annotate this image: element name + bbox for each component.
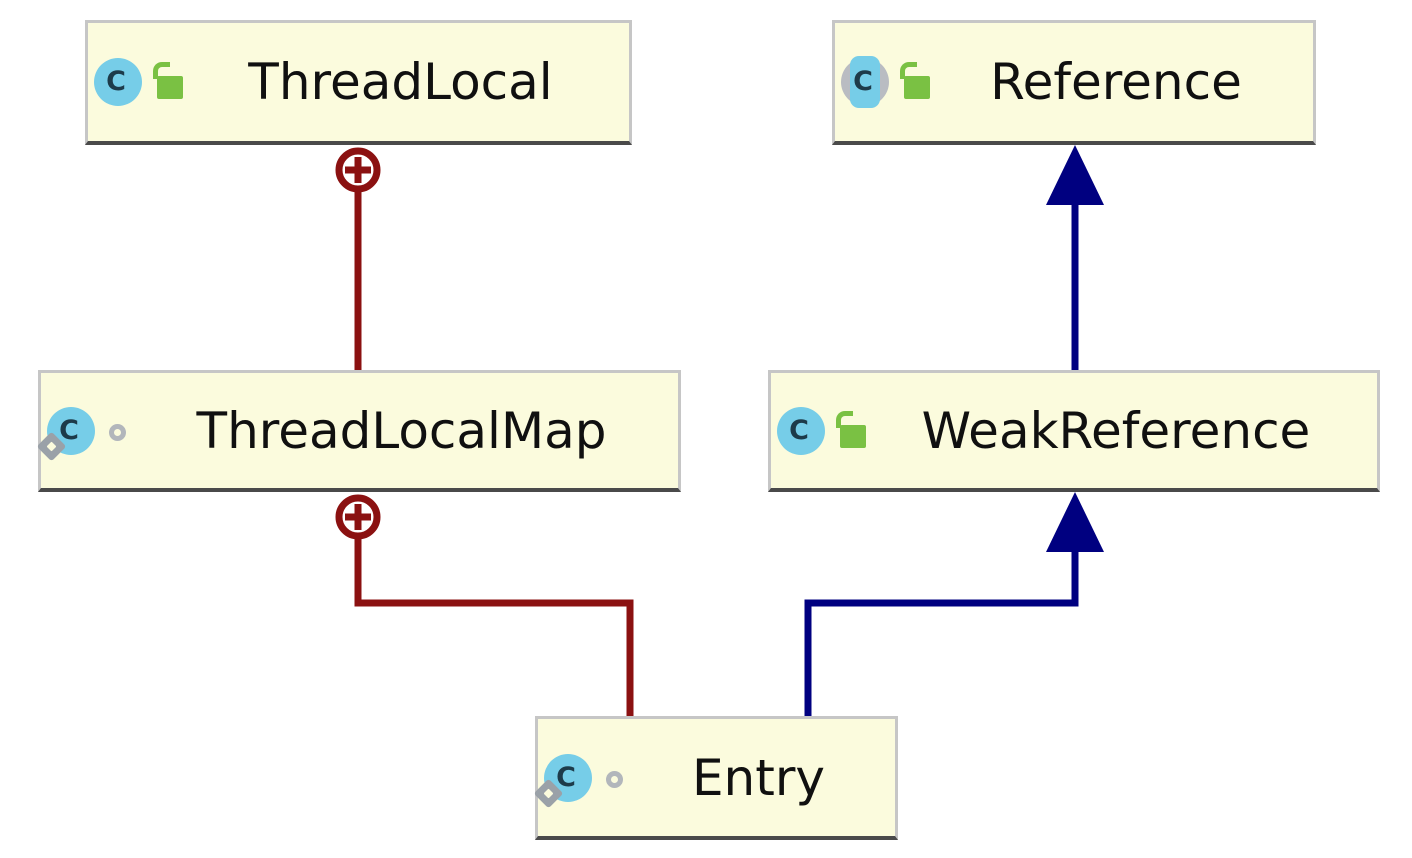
edge-threadlocal-contains-threadlocalmap[interactable] — [335, 147, 381, 370]
node-icon-group: C — [533, 750, 640, 808]
class-icon: C — [771, 403, 827, 459]
class-icon-letter: C — [106, 66, 126, 97]
edge-weakreference-extends-reference[interactable] — [1046, 145, 1104, 370]
static-inner-class-icon: C — [533, 750, 594, 808]
visibility-ring — [606, 770, 623, 788]
class-name-label: WeakReference — [921, 401, 1311, 460]
solid-triangle-arrowhead-icon — [1046, 145, 1104, 205]
static-inner-class-icon: C — [36, 403, 97, 461]
class-name-label: Reference — [990, 53, 1242, 111]
class-node-weakreference[interactable]: C WeakReference — [768, 370, 1380, 492]
node-icon-group: C — [771, 403, 873, 459]
package-private-circle-icon — [594, 750, 640, 806]
class-icon-letter: C — [853, 66, 873, 97]
class-node-threadlocal[interactable]: C ThreadLocal — [85, 20, 632, 145]
class-icon-letter: C — [59, 414, 79, 446]
padlock-body — [904, 76, 930, 99]
abstract-class-plate — [850, 56, 880, 108]
padlock-shackle — [836, 410, 853, 428]
node-icon-group: C — [835, 54, 937, 110]
padlock-shackle — [153, 62, 170, 79]
circle-plus-icon — [335, 147, 381, 193]
class-name-label: Entry — [691, 748, 826, 807]
public-unlocked-padlock-icon — [827, 403, 873, 459]
class-node-entry[interactable]: C Entry — [533, 716, 898, 840]
class-icon-letter: C — [789, 414, 809, 446]
class-icon: C — [88, 54, 144, 110]
padlock-shackle — [900, 62, 917, 79]
edge-entry-extends-weakreference[interactable] — [804, 492, 1104, 716]
public-unlocked-padlock-icon — [144, 54, 190, 110]
node-icon-group: C — [36, 403, 143, 461]
class-icon-letter: C — [556, 761, 576, 793]
class-name-label: ThreadLocalMap — [196, 401, 607, 460]
solid-triangle-arrowhead-icon — [1046, 492, 1104, 552]
public-unlocked-padlock-icon — [891, 54, 937, 110]
class-node-reference[interactable]: C Reference — [832, 20, 1316, 145]
abstract-class-icon: C — [835, 54, 891, 110]
class-name-label: ThreadLocal — [248, 53, 553, 111]
node-icon-group: C — [88, 54, 190, 110]
edge-threadlocalmap-contains-entry[interactable] — [335, 494, 634, 716]
containment-line-entry — [354, 535, 634, 716]
padlock-body — [157, 76, 183, 99]
package-private-circle-icon — [97, 403, 143, 459]
class-icon-disc — [777, 406, 825, 455]
padlock-body — [840, 424, 866, 448]
class-node-threadlocalmap[interactable]: C ThreadLocalMap — [36, 370, 681, 492]
circle-plus-icon — [335, 494, 381, 540]
class-icon-disc — [94, 58, 142, 106]
visibility-ring — [109, 423, 126, 441]
generalization-line-entry — [804, 552, 1079, 716]
